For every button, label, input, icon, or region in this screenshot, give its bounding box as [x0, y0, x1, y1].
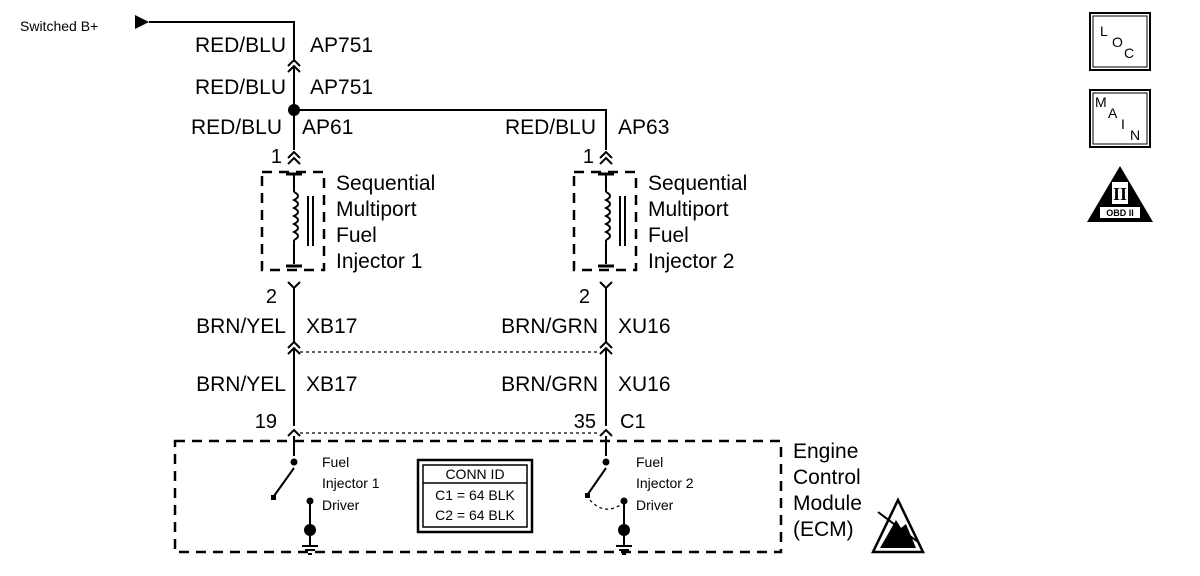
driver-2-switch — [585, 436, 632, 555]
bus-wire-injector-2 — [294, 109, 607, 150]
circuit-top-upper: AP751 — [310, 34, 373, 57]
wire-color-inj1-out-upper: BRN/YEL — [196, 315, 286, 338]
driver-2-line-2: Injector 2 — [636, 475, 694, 491]
ecm-name-line-4: (ECM) — [793, 518, 854, 541]
circuit-inj1-feed: AP61 — [302, 116, 353, 139]
injector-1-line-4: Injector 1 — [336, 250, 422, 273]
wire-color-top-upper: RED/BLU — [195, 34, 286, 57]
inj2-output-wire — [599, 281, 613, 437]
circuit-inj1-out-lower: XB17 — [306, 373, 357, 396]
circuit-inj2-out-upper: XU16 — [618, 315, 671, 338]
main-letter-1: M — [1095, 94, 1107, 110]
power-source-arrow — [135, 15, 149, 29]
wire-color-inj1-out-lower: BRN/YEL — [196, 373, 286, 396]
obd-ii-button[interactable]: II OBD II — [1087, 166, 1153, 222]
injector-2-line-4: Injector 2 — [648, 250, 734, 273]
wire-color-top-lower: RED/BLU — [195, 76, 286, 99]
loc-letter-1: L — [1100, 23, 1108, 39]
driver-2-line-3: Driver — [636, 497, 674, 513]
obd-label: OBD II — [1106, 208, 1134, 218]
driver-1-line-3: Driver — [322, 497, 360, 513]
wire-color-inj2-out-upper: BRN/GRN — [501, 315, 598, 338]
conn-id-title: CONN ID — [445, 466, 504, 482]
conn-id-box — [416, 458, 534, 534]
ecm-name-line-1: Engine — [793, 440, 858, 463]
injector-2-line-3: Fuel — [648, 224, 689, 247]
pin-inj1-feed: 1 — [271, 146, 282, 168]
loc-letter-3: C — [1124, 45, 1134, 61]
power-feed-wire — [149, 21, 295, 62]
main-letter-2: A — [1108, 105, 1118, 121]
injector-2-line-2: Multiport — [648, 198, 729, 221]
pin-inj1-out: 2 — [266, 286, 277, 308]
driver-2-line-1: Fuel — [636, 454, 663, 470]
driver-1-line-2: Injector 1 — [322, 475, 380, 491]
main-button[interactable]: M A I N — [1089, 89, 1151, 148]
inj1-output-wire — [287, 281, 301, 437]
circuit-inj1-out-upper: XB17 — [306, 315, 357, 338]
ecm-name-line-3: Module — [793, 492, 862, 515]
injector-1-line-3: Fuel — [336, 224, 377, 247]
esd-warning-icon — [871, 497, 925, 554]
loc-button[interactable]: L O C — [1089, 12, 1151, 71]
driver-1-switch — [271, 436, 318, 555]
ecm-module-box — [173, 439, 783, 554]
wire-color-inj2-out-lower: BRN/GRN — [501, 373, 598, 396]
loc-letter-2: O — [1112, 34, 1123, 50]
wire-color-inj1-feed: RED/BLU — [191, 116, 282, 139]
injector-1-line-1: Sequential — [336, 172, 435, 195]
obd-symbol: II — [1113, 184, 1127, 204]
ecm-name-line-2: Control — [793, 466, 861, 489]
pin-inj2-ecm: 35 — [574, 411, 596, 433]
circuit-inj2-feed: AP63 — [618, 116, 669, 139]
injector-1 — [260, 150, 326, 272]
pin-inj1-ecm: 19 — [255, 411, 277, 433]
pin-inj2-out: 2 — [579, 286, 590, 308]
injector-2 — [572, 150, 638, 272]
main-letter-4: N — [1130, 127, 1140, 143]
wire-color-inj2-feed: RED/BLU — [505, 116, 596, 139]
circuit-top-lower: AP751 — [310, 76, 373, 99]
injector-2-line-1: Sequential — [648, 172, 747, 195]
power-source-label: Switched B+ — [20, 18, 98, 34]
main-letter-3: I — [1121, 116, 1125, 132]
conn-id-row-1: C1 = 64 BLK — [435, 487, 515, 503]
connector-c1-label: C1 — [620, 411, 646, 433]
pin-inj2-feed: 1 — [583, 146, 594, 168]
injector-1-line-2: Multiport — [336, 198, 417, 221]
circuit-inj2-out-lower: XU16 — [618, 373, 671, 396]
driver-1-line-1: Fuel — [322, 454, 349, 470]
conn-id-row-2: C2 = 64 BLK — [435, 507, 515, 523]
